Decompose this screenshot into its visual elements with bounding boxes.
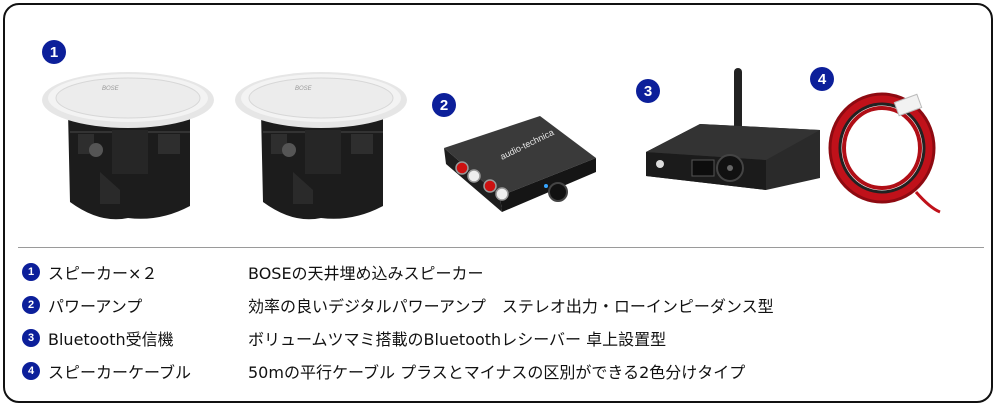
speaker-cable-image [828, 92, 941, 214]
bose-logo-left: BOSE [102, 86, 120, 92]
bluetooth-receiver-image [646, 68, 820, 190]
item-description: BOSEの天井埋め込みスピーカー [248, 264, 484, 283]
ceiling-speaker-image-right: BOSE [235, 72, 407, 220]
item-name: パワーアンプ [48, 297, 143, 316]
item-number-badge: 4 [22, 362, 40, 380]
item-description: 効率の良いデジタルパワーアンプ ステレオ出力・ローインピーダンス型 [248, 297, 774, 316]
item-description: ボリュームツマミ搭載のBluetoothレシーバー 卓上設置型 [248, 330, 667, 349]
badge-1: 1 [42, 40, 66, 64]
item-name: スピーカーケーブル [48, 363, 192, 382]
item-name: Bluetooth受信機 [48, 330, 174, 349]
badge-4: 4 [810, 67, 834, 91]
item-number-badge: 2 [22, 296, 40, 314]
list-item: 1 スピーカー×２ BOSEの天井埋め込みスピーカー [22, 258, 484, 286]
list-item: 2 パワーアンプ 効率の良いデジタルパワーアンプ ステレオ出力・ローインピーダン… [22, 291, 774, 319]
item-description: 50mの平行ケーブル プラスとマイナスの区別ができる2色分けタイプ [248, 363, 746, 382]
list-item: 4 スピーカーケーブル 50mの平行ケーブル プラスとマイナスの区別ができる2色… [22, 357, 745, 385]
item-number-badge: 1 [22, 263, 40, 281]
item-number-badge: 3 [22, 329, 40, 347]
badge-2: 2 [432, 93, 456, 117]
section-divider [18, 247, 984, 248]
power-amplifier-image: audio-technica [444, 116, 596, 212]
badge-3: 3 [636, 79, 660, 103]
bose-logo-right: BOSE [295, 86, 313, 92]
list-item: 3 Bluetooth受信機 ボリュームツマミ搭載のBluetoothレシーバー… [22, 324, 666, 352]
item-name: スピーカー×２ [48, 264, 158, 283]
ceiling-speaker-image-left: BOSE [42, 72, 214, 220]
